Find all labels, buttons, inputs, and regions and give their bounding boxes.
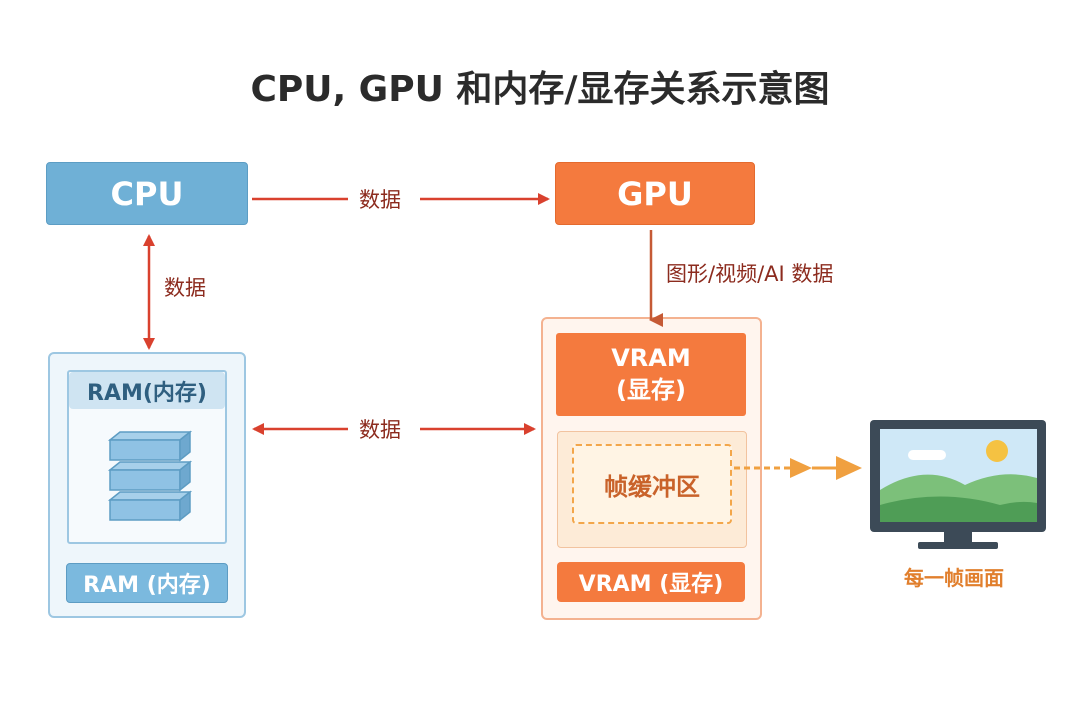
cpu-box: CPU (46, 162, 248, 225)
vram-header-line2: (显存) (616, 375, 686, 404)
cpu-ram-arrow-label: 数据 (158, 272, 212, 302)
vram-header: VRAM (显存) (556, 333, 746, 416)
gpu-box: GPU (555, 162, 755, 225)
ram-vram-arrow-label: 数据 (353, 414, 407, 444)
monitor-caption: 每一帧画面 (904, 566, 1004, 590)
memory-stack-icon (107, 430, 193, 522)
framebuffer-output-head-a (790, 458, 812, 478)
vram-footer: VRAM (显存) (557, 562, 745, 602)
ram-header: RAM(内存) (69, 372, 225, 409)
cpu-gpu-arrow-label: 数据 (353, 184, 407, 214)
ram-footer: RAM (内存) (66, 563, 228, 603)
framebuffer-output-head-b (836, 456, 862, 480)
page-title: CPU, GPU 和内存/显存关系示意图 (250, 69, 830, 110)
monitor-icon (870, 420, 1046, 549)
vram-header-line1: VRAM (611, 344, 691, 373)
gpu-vram-arrow-label: 图形/视频/AI 数据 (666, 258, 834, 288)
framebuffer-box: 帧缓冲区 (572, 444, 732, 524)
